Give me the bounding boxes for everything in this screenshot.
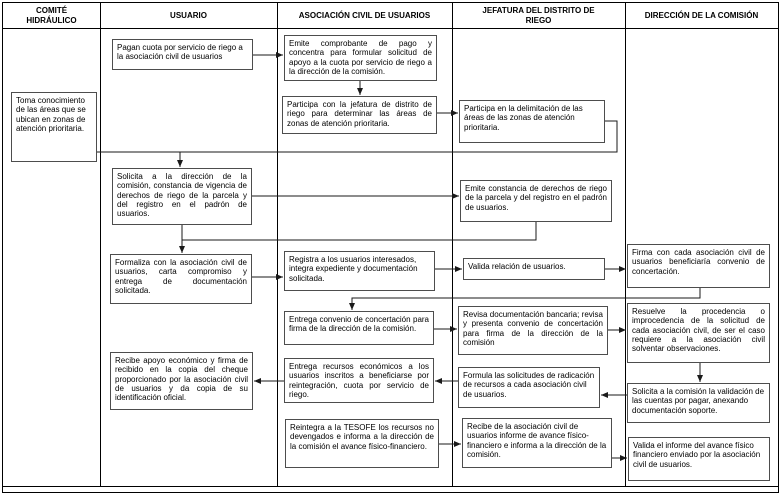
firma-convenio-box: Firma con cada asociación civil de usuar… — [627, 244, 770, 288]
recibe-apoyo-box: Recibe apoyo económico y firma de recibi… — [110, 352, 253, 410]
valida-relacion-box: Valida relación de usuarios. — [463, 258, 605, 280]
participa-delimitacion-box: Participa en la delimitación de las área… — [459, 100, 605, 143]
solicita-constancia-box: Solicita a la dirección de la comisión, … — [112, 168, 252, 225]
lane-header-usuario: USUARIO — [170, 10, 207, 20]
lane-header-direccion: DIRECCIÓN DE LA COMISIÓN — [644, 10, 759, 20]
valida-informe-box: Valida el informe del avance físico fina… — [628, 437, 770, 481]
formula-solicitudes-box: Formula las solicitudes de radicación de… — [458, 367, 600, 408]
entrega-convenio-box: Entrega convenio de concertación para fi… — [284, 311, 434, 345]
participa-jefatura-box: Participa con la jefatura de distrito de… — [282, 96, 437, 134]
usuario-paga-cuota-box: Pagan cuota por servicio de riego a la a… — [112, 39, 253, 70]
emite-comprobante-box: Emite comprobante de pago y concentra pa… — [284, 35, 437, 81]
lane-header-asociacion: ASOCIACIÓN CIVIL DE USUARIOS — [298, 10, 431, 20]
recibe-informe-box: Recibe de la asociación civil de usuario… — [462, 418, 612, 468]
lane-divider-2 — [277, 3, 278, 486]
lane-header-comite: COMITÉ HIDRÁULICO — [26, 6, 77, 25]
lane-divider-1 — [100, 3, 101, 486]
header-separator — [3, 28, 778, 29]
toma-conocimiento-box: Toma conocimiento de las áreas que se ub… — [11, 92, 97, 162]
reintegra-tesofe-box: Reintegra a la TESOFE los recursos no de… — [285, 419, 439, 468]
revisa-documentacion-box: Revisa documentación bancaria; revisa y … — [458, 306, 608, 355]
entrega-recursos-box: Entrega recursos económicos a los usuari… — [284, 358, 434, 403]
lane-divider-3 — [452, 3, 453, 486]
bottom-rule — [3, 486, 778, 487]
registra-usuarios-box: Registra a los usuarios interesados, int… — [284, 251, 435, 291]
resuelve-procedencia-box: Resuelve la procedencia o improcedencia … — [627, 303, 770, 363]
emite-constancia-box: Emite constancia de derechos de riego de… — [460, 180, 612, 222]
solicita-validacion-box: Solicita a la comisión la validación de … — [627, 383, 770, 423]
lane-divider-4 — [625, 3, 626, 486]
lane-header-jefatura: JEFATURA DEL DISTRITO DE RIEGO — [482, 6, 595, 25]
formaliza-carta-box: Formaliza con la asociación civil de usu… — [110, 254, 252, 304]
